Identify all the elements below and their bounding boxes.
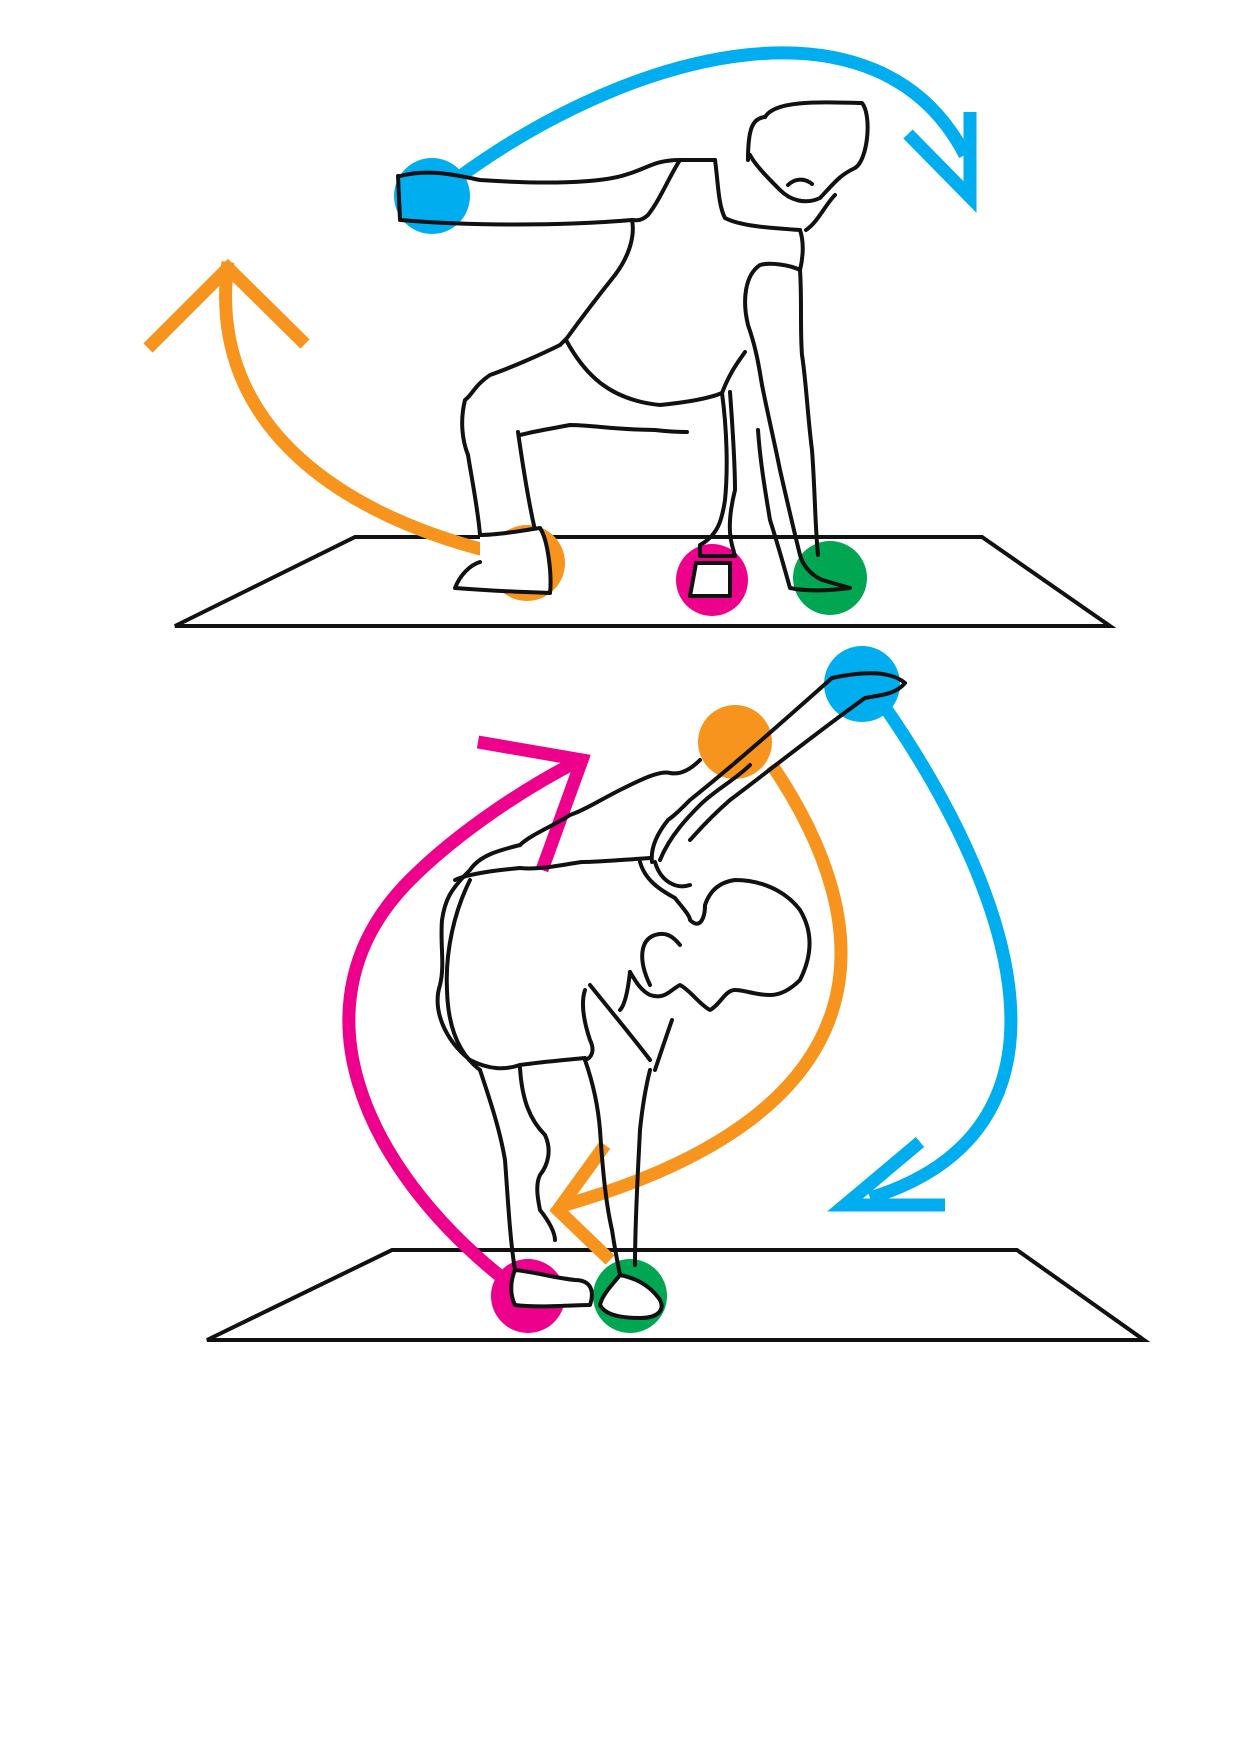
person-figure-2 <box>435 671 907 1320</box>
magenta-arrow-2 <box>342 735 591 1286</box>
floor-mat-2 <box>206 1248 1151 1342</box>
figure-2 <box>206 646 1151 1342</box>
blue-arrow-2 <box>827 696 1018 1212</box>
blue-arrow-1 <box>454 46 977 213</box>
green-marker-hand-1 <box>793 541 867 615</box>
floor-mat-1 <box>174 535 1117 628</box>
blue-marker-hand-1 <box>394 158 470 234</box>
orange-marker-shoulder-2 <box>698 705 772 779</box>
orange-arrow-2 <box>549 761 848 1265</box>
orange-arrow-1 <box>143 258 507 562</box>
figure-1 <box>143 46 1117 628</box>
blue-marker-hand-2 <box>824 646 900 722</box>
person-figure-1 <box>396 100 870 598</box>
